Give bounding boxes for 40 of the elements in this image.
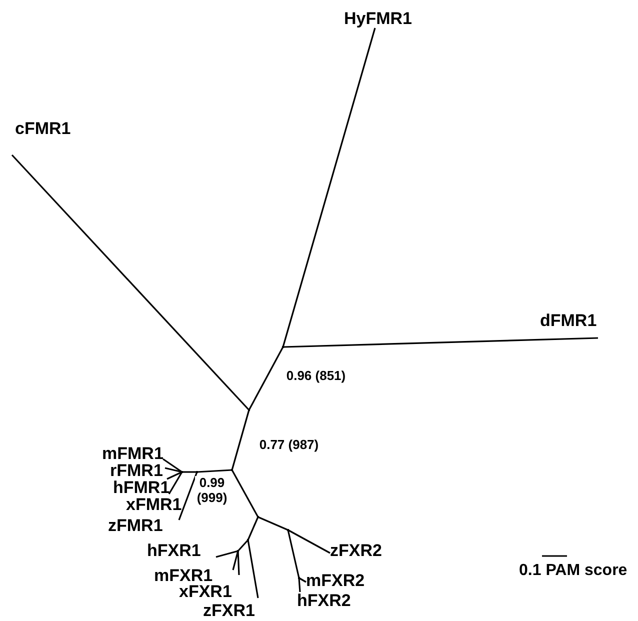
tree-branch: [232, 550, 239, 570]
tree-branch: [258, 516, 288, 531]
taxon-label: cFMR1: [15, 120, 71, 137]
tree-branch: [247, 540, 259, 598]
tree-branch: [164, 467, 182, 473]
tree-branch: [287, 530, 300, 578]
tree-branch: [288, 529, 330, 554]
taxon-label: xFMR1: [126, 496, 182, 513]
tree-branch: [231, 470, 259, 518]
tree-branch: [231, 410, 250, 470]
taxon-label: xFXR1: [179, 583, 232, 600]
taxon-label: hFXR2: [297, 592, 351, 609]
tree-branch: [196, 469, 232, 473]
tree-branch: [248, 346, 284, 410]
taxon-label: zFXR1: [203, 602, 255, 619]
taxon-label: dFMR1: [540, 312, 597, 329]
tree-branch: [168, 472, 183, 494]
tree-branch: [162, 458, 182, 473]
taxon-label: rFMR1: [110, 462, 163, 479]
bootstrap-value: 0.99 (999): [195, 476, 229, 506]
tree-branch: [216, 550, 238, 558]
tree-branch: [166, 471, 182, 480]
taxon-label: mFMR1: [102, 445, 164, 462]
tree-branch: [178, 472, 198, 520]
tree-branch: [182, 471, 197, 473]
tree-branch: [247, 516, 259, 540]
tree-branch: [298, 578, 301, 592]
tree-branch: [11, 154, 250, 411]
taxon-label: hFMR1: [113, 479, 170, 496]
scale-label: 0.1 PAM score: [519, 563, 628, 579]
taxon-label: hFXR1: [147, 542, 201, 559]
taxon-label: HyFMR1: [344, 10, 412, 27]
taxon-label: mFXR1: [154, 567, 213, 584]
taxon-label: zFXR2: [330, 542, 382, 559]
tree-branch: [237, 550, 240, 576]
tree-branch: [237, 539, 249, 552]
tree-branch: [282, 28, 376, 348]
taxon-label: zFMR1: [108, 517, 163, 534]
tree-branch: [282, 337, 598, 348]
taxon-label: mFXR2: [306, 572, 365, 589]
